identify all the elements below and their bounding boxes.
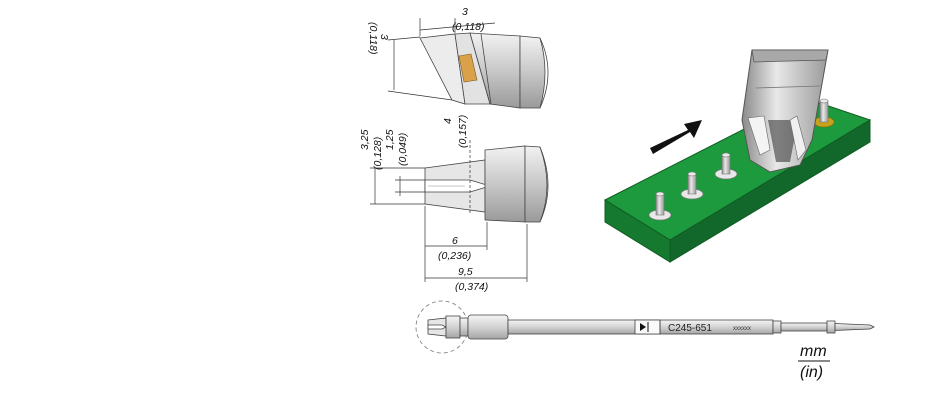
side-height-in: (0,118) (367, 22, 379, 55)
pcb-illustration (603, 49, 872, 263)
outer-width-mm: 3,25 (359, 129, 371, 150)
dim-slot-depth: 4 (0,157) (442, 115, 471, 215)
cartridge-serial: xxxxxx (733, 326, 751, 332)
dim-outer-width: 3,25 (0,128) (359, 129, 425, 205)
side-view (419, 32, 549, 109)
slot-depth-in: (0,157) (457, 115, 469, 148)
dim-head-length: 6 (0,236) (424, 206, 528, 282)
dim-slot-width: 1,25 (0,049) (384, 129, 425, 196)
pin-2 (680, 171, 704, 200)
slot-width-in: (0,049) (397, 133, 409, 166)
dim-total-length: 9,5 (0,374) (425, 266, 527, 293)
outer-width-in: (0,128) (372, 137, 384, 170)
pin-5 (813, 98, 835, 128)
total-length-mm: 9,5 (458, 266, 473, 278)
total-length-in: (0,374) (455, 281, 488, 293)
direction-arrow-icon (650, 120, 702, 154)
cartridge: C245-651 xxxxxx (415, 300, 875, 354)
side-width-mm: 3 (462, 6, 468, 18)
head-length-in: (0,236) (438, 250, 471, 262)
unit-secondary: (in) (800, 364, 823, 381)
pin-3 (714, 152, 738, 180)
direction-marker-icon (640, 323, 646, 331)
pin-1 (648, 191, 672, 221)
slot-depth-mm: 4 (442, 118, 454, 124)
unit-primary: mm (800, 343, 827, 360)
slot-width-mm: 1,25 (384, 129, 396, 150)
side-height-mm: 3 (378, 34, 390, 40)
side-width-in: (0,118) (452, 21, 485, 33)
cartridge-model: C245-651 (668, 323, 712, 334)
dim-side-height: 3 (0,118) (367, 22, 453, 101)
head-length-mm: 6 (452, 235, 458, 247)
tip-insert-icon (458, 53, 478, 83)
dim-side-width: 3 (0,118) (419, 6, 496, 36)
units-legend: mm (in) (798, 343, 830, 381)
soldering-tip (741, 49, 829, 173)
front-view (424, 145, 549, 223)
